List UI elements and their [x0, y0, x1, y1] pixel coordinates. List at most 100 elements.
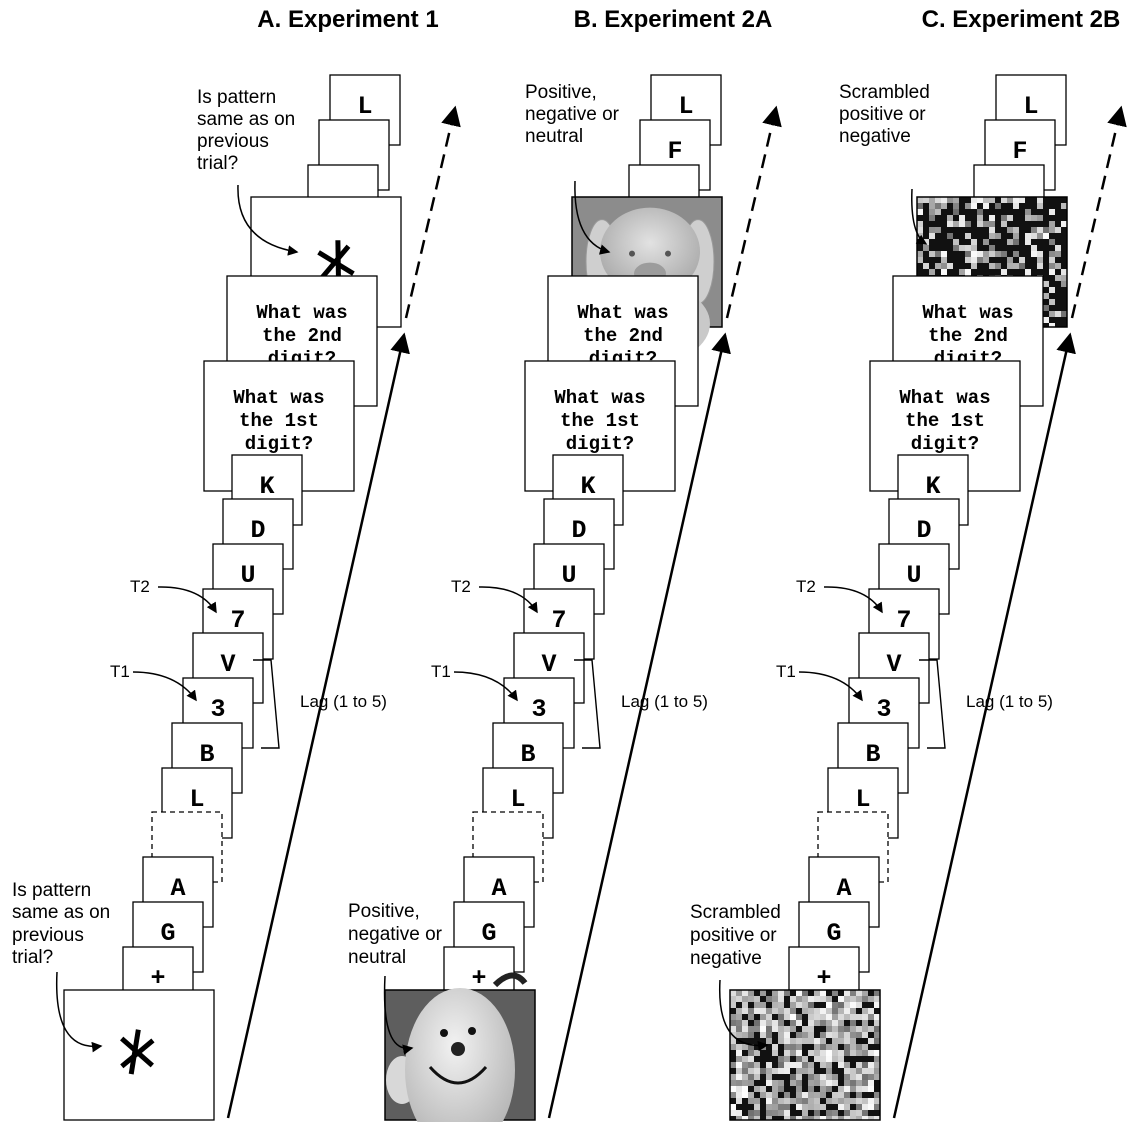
stream-letter: V [541, 650, 556, 679]
scrambled-pixel [796, 1050, 802, 1056]
stream-letter: U [240, 561, 255, 590]
scrambled-pixel [772, 990, 778, 996]
scrambled-pixel [772, 1110, 778, 1116]
stream-letter: F [667, 137, 682, 166]
scrambled-pixel [832, 1074, 838, 1080]
scrambled-pixel [814, 1044, 820, 1050]
scrambled-pixel [838, 1008, 844, 1014]
bottom-cue-line: negative or [348, 924, 443, 945]
panel-heading: A. Experiment 1 [257, 6, 438, 33]
scrambled-pixel [730, 1086, 736, 1092]
scrambled-pixel [844, 1008, 850, 1014]
stream-letter: A [836, 874, 851, 903]
scrambled-pixel [1049, 221, 1055, 227]
scrambled-pixel [814, 1020, 820, 1026]
scrambled-pixel [814, 1008, 820, 1014]
scrambled-pixel [796, 1098, 802, 1104]
scrambled-pixel [965, 245, 971, 251]
scrambled-pixel [748, 1098, 754, 1104]
scrambled-pixel [742, 1080, 748, 1086]
scrambled-pixel [832, 1026, 838, 1032]
scrambled-pixel [1001, 197, 1007, 203]
scrambled-pixel [796, 1002, 802, 1008]
bottom-cue-line: neutral [348, 947, 406, 968]
lag-bracket [574, 659, 601, 749]
scrambled-pixel [929, 215, 935, 221]
scrambled-pixel [790, 996, 796, 1002]
bottom-cue-line: Scrambled [690, 902, 781, 923]
scrambled-pixel [856, 1002, 862, 1008]
scrambled-pixel [754, 1110, 760, 1116]
scrambled-pixel [742, 1032, 748, 1038]
scrambled-pixel [1055, 227, 1061, 233]
scrambled-pixel [820, 1116, 826, 1120]
scrambled-pixel [838, 1056, 844, 1062]
scrambled-pixel [1007, 197, 1013, 203]
scrambled-pixel [856, 1014, 862, 1020]
scrambled-pixel [790, 1074, 796, 1080]
stream-letter: G [826, 919, 841, 948]
scrambled-pixel [808, 996, 814, 1002]
scrambled-pixel [814, 1092, 820, 1098]
scrambled-pixel [995, 263, 1001, 269]
scrambled-pixel [736, 1110, 742, 1116]
scrambled-pixel [977, 209, 983, 215]
scrambled-pixel [856, 1044, 862, 1050]
scrambled-pixel [971, 197, 977, 203]
scrambled-pixel [856, 996, 862, 1002]
scrambled-pixel [784, 1014, 790, 1020]
scrambled-pixel [989, 221, 995, 227]
time-arrow-dashed [404, 105, 461, 319]
scrambled-pixel [742, 1116, 748, 1120]
scrambled-pixel [742, 1002, 748, 1008]
scrambled-pixel [838, 1026, 844, 1032]
scrambled-pixel [742, 1020, 748, 1026]
scrambled-pixel [1061, 221, 1067, 227]
scrambled-pixel [868, 1038, 874, 1044]
scrambled-pixel [742, 1062, 748, 1068]
scrambled-pixel [983, 257, 989, 263]
scrambled-pixel [959, 269, 965, 275]
t1-arrow [798, 671, 863, 702]
scrambled-pixel [754, 1050, 760, 1056]
scrambled-pixel [730, 1014, 736, 1020]
scrambled-pixel [826, 1050, 832, 1056]
scrambled-pixel [856, 990, 862, 996]
scrambled-pixel [953, 245, 959, 251]
scrambled-pixel [844, 1092, 850, 1098]
scrambled-pixel [953, 209, 959, 215]
scrambled-pixel [802, 1104, 808, 1110]
pattern-stroke [128, 1029, 141, 1075]
scrambled-pixel [796, 1020, 802, 1026]
scrambled-pixel [832, 1080, 838, 1086]
scrambled-pixel [736, 1116, 742, 1120]
scrambled-pixel [814, 1056, 820, 1062]
top-cue-line: Positive, [525, 82, 597, 103]
scrambled-pixel [874, 990, 880, 996]
scrambled-pixel [929, 251, 935, 257]
scrambled-pixel [814, 1074, 820, 1080]
pattern-stimulus [120, 1029, 155, 1075]
scrambled-pixel [1013, 263, 1019, 269]
scrambled-pixel [989, 245, 995, 251]
toy-eye-left [440, 1029, 448, 1037]
bottom-cue-line: Is pattern [12, 880, 91, 901]
scrambled-pixel [820, 996, 826, 1002]
scrambled-pixel [730, 1038, 736, 1044]
scrambled-pixel [856, 1086, 862, 1092]
question-2-line: the 2nd [928, 325, 1008, 347]
scrambled-pixel [766, 1110, 772, 1116]
scrambled-pixel [748, 1092, 754, 1098]
question-2-line: What was [577, 302, 668, 324]
scrambled-image-frame [729, 989, 881, 1121]
scrambled-pixel [856, 1110, 862, 1116]
scrambled-pixel [868, 1116, 874, 1120]
scrambled-pixel [736, 990, 742, 996]
bottom-cue-line: negative [690, 948, 762, 969]
scrambled-pixel [742, 1068, 748, 1074]
scrambled-pixel [826, 1098, 832, 1104]
scrambled-pixel [989, 263, 995, 269]
toy-nose [451, 1042, 465, 1056]
scrambled-pixel [844, 1110, 850, 1116]
